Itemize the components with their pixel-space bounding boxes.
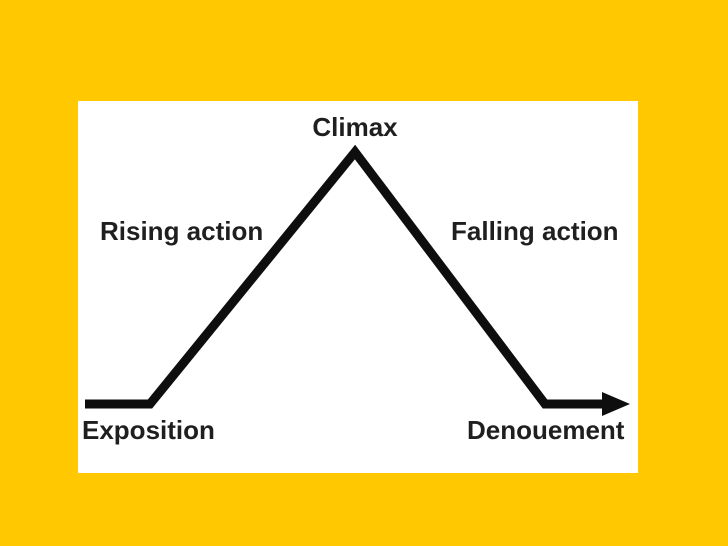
label-rising-action: Rising action [100, 216, 264, 246]
plot-line [85, 144, 611, 409]
arrowhead-icon [602, 392, 630, 416]
label-denouement: Denouement [467, 415, 625, 445]
label-climax: Climax [312, 112, 398, 142]
label-falling-action: Falling action [451, 216, 619, 246]
plot-arc-graphic [85, 144, 630, 416]
plot-diagram-card: Climax Rising action Falling action Expo… [78, 101, 638, 473]
label-exposition: Exposition [82, 415, 215, 445]
